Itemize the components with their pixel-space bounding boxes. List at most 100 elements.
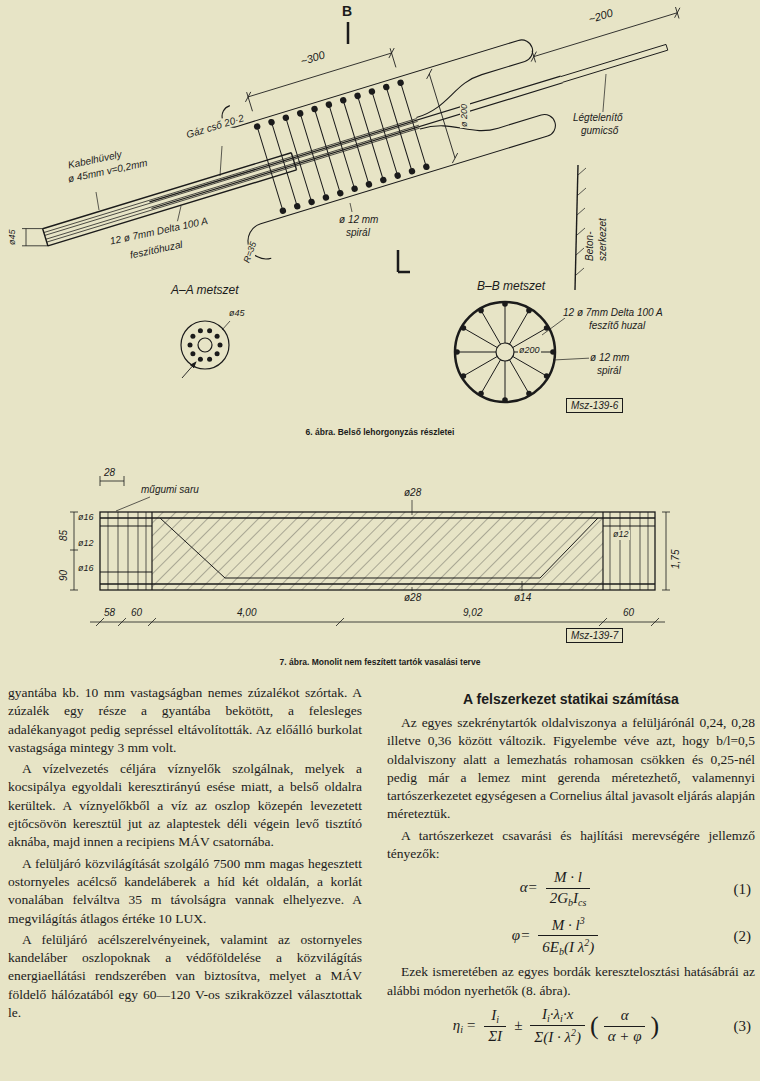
part-label: ø 12 mm xyxy=(338,214,379,225)
paragraph: Ezek ismeretében az egyes bordák kereszt… xyxy=(387,963,755,1000)
formula-symbol: 6E xyxy=(542,939,559,955)
bar-label: ø28 xyxy=(403,592,422,603)
formula-symbol: b xyxy=(559,946,564,957)
formula-symbol: M · l xyxy=(552,917,580,933)
figure-caption: 6. ábra. Belső lehorgonyzás részletei xyxy=(305,428,456,437)
bar-label: ø14 xyxy=(513,592,532,603)
section-title: B–B metszet xyxy=(476,280,546,293)
formula-symbol: 2 xyxy=(571,1027,576,1038)
formula-symbol: ·λ xyxy=(550,1006,560,1022)
paragraph: A felüljáró acélszerelvényeinek, valamin… xyxy=(8,931,362,1022)
paragraph: A tartószerkezet csavarási és hajlítási … xyxy=(387,827,755,864)
bar-label: ø16 xyxy=(77,513,95,523)
formula-symbol: ± xyxy=(514,1017,522,1033)
dimension-label: 85 xyxy=(58,529,69,542)
drawing-number: Msz-139-7 xyxy=(571,630,618,641)
equation: ηi=IiΣI±Ii·λi·xΣ(I · λ2)(αα + φ)(3) xyxy=(387,1005,755,1048)
dimension-label: R=35 xyxy=(242,240,259,266)
formula-symbol: ·x xyxy=(563,1006,573,1022)
dimension-label: 60 xyxy=(622,607,635,618)
formula-symbol: 3 xyxy=(580,915,585,926)
drawing-number-box: Msz-139-6 xyxy=(566,398,623,413)
fraction: M · l36Eb(I λ2) xyxy=(538,914,598,959)
bar-label: ø16 xyxy=(77,564,95,574)
part-label: Légtelenítő xyxy=(572,112,624,123)
formula-symbol: Σ(I · λ xyxy=(534,1029,571,1045)
part-label: 12 ø 7mm Delta 100 A xyxy=(562,307,664,318)
dimension-label: ø200 xyxy=(518,346,541,356)
bar-label: ø12 xyxy=(77,539,95,549)
formula-symbol: 2 xyxy=(584,937,589,948)
part-label: műgumi saru xyxy=(140,484,200,495)
dimension-label: 58 xyxy=(103,607,116,618)
equation: φ=M · l36Eb(I λ2)(2) xyxy=(387,914,755,959)
denominator: 6Eb(I λ2) xyxy=(538,935,598,958)
fraction: M · l 2GbIcs xyxy=(546,868,591,909)
denominator: ΣI xyxy=(484,1026,506,1047)
numerator: M · l xyxy=(550,868,586,888)
formula-symbol: 2G xyxy=(550,890,568,906)
text-column: gyantába kb. 10 mm vastagságban nemes zú… xyxy=(8,684,362,1025)
dimension-label: ø 200 xyxy=(460,103,470,128)
numerator: Ii·λi·x xyxy=(538,1005,577,1025)
part-label: szerkezet xyxy=(597,217,608,262)
numerator: α xyxy=(617,1006,633,1026)
anchorage-detail xyxy=(22,0,715,403)
dimension-label: 9,02 xyxy=(462,607,483,618)
drawing-number: Msz-139-6 xyxy=(571,400,618,411)
paragraph: gyantába kb. 10 mm vastagságban nemes zú… xyxy=(8,684,362,757)
formula-symbol: cs xyxy=(578,897,586,908)
formula-symbol: η xyxy=(453,1017,460,1033)
formula-symbol: α= xyxy=(520,879,538,895)
dimension-label: ~200 xyxy=(586,6,615,25)
equation-number: (1) xyxy=(734,880,752,897)
dimension-label: 60 xyxy=(130,607,143,618)
dimension-label: ø45 xyxy=(8,228,18,246)
parenthesis: ( xyxy=(590,1011,599,1040)
section-title: A–A metszet xyxy=(170,284,240,297)
formula-symbol: α + φ xyxy=(608,1028,642,1044)
bar-label: ø12 xyxy=(612,530,630,540)
equation: α= M · l 2GbIcs (1) xyxy=(387,868,755,909)
formula-symbol: I xyxy=(573,890,578,906)
formula-symbol: I xyxy=(542,1006,547,1022)
formula-symbol: i xyxy=(547,1013,550,1024)
beam-reinforcement-plan xyxy=(70,476,670,626)
formula-symbol: = xyxy=(466,1017,476,1033)
drawing-number-box: Msz-139-7 xyxy=(566,628,623,643)
paragraph: A vízelvezetés céljára víznyelők szolgál… xyxy=(8,760,362,851)
dimension-label: 4,00 xyxy=(236,607,257,618)
formula-symbol: M · l xyxy=(554,869,582,885)
part-label: spirál xyxy=(596,365,622,376)
dimension-label: 1,75 xyxy=(670,549,681,570)
numerator: Ii xyxy=(487,1006,503,1026)
dimension-label: 28 xyxy=(103,467,116,478)
fraction: Ii·λi·xΣ(I · λ2) xyxy=(530,1005,585,1048)
part-label: feszítőhuzal xyxy=(128,238,184,260)
text-column: A felszerkezet statikai számításaAz egye… xyxy=(387,688,755,1052)
formula-symbol: (I λ xyxy=(564,939,584,955)
part-label: gumicső xyxy=(580,125,619,136)
parenthesis: ) xyxy=(650,1011,659,1040)
formula-symbol: ) xyxy=(576,1029,581,1045)
part-label: spirál xyxy=(345,227,371,238)
denominator: α + φ xyxy=(604,1026,646,1047)
denominator: 2GbIcs xyxy=(546,888,591,909)
fraction: α α + φ xyxy=(604,1006,646,1046)
dimension-label: ~300 xyxy=(298,48,327,67)
figure-caption: 7. ábra. Monolit nem feszített tartók va… xyxy=(279,658,482,667)
formula-symbol: α xyxy=(621,1007,629,1023)
equation-number: (3) xyxy=(734,1018,752,1035)
formula-symbol: i xyxy=(496,1014,499,1025)
bar-label: ø28 xyxy=(403,487,422,498)
dimension-label: ø45 xyxy=(228,309,246,319)
denominator: Σ(I · λ2) xyxy=(530,1025,585,1048)
formula-symbol: I xyxy=(491,1007,496,1023)
equation-number: (2) xyxy=(734,928,752,945)
formula-symbol: i xyxy=(560,1013,563,1024)
formula-symbol: ΣI xyxy=(488,1028,502,1044)
paragraph: A felüljáró közvilágítását szolgáló 7500… xyxy=(8,855,362,928)
formula-symbol: b xyxy=(568,897,573,908)
formula-symbol: φ= xyxy=(512,927,530,943)
numerator: M · l3 xyxy=(548,914,589,936)
